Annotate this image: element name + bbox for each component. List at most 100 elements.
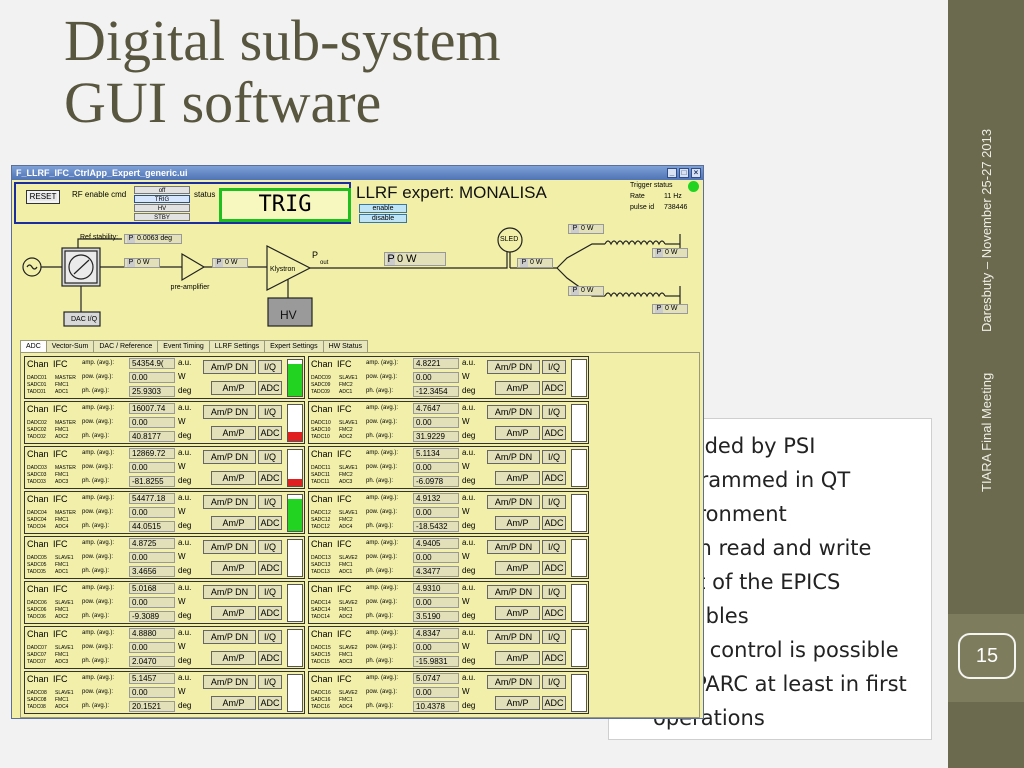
amp-dn-button[interactable]: Am/P DN <box>487 675 540 689</box>
window-titlebar[interactable]: F_LLRF_IFC_CtrlApp_Expert_generic.ui _ □… <box>12 166 703 180</box>
iq-button[interactable]: I/Q <box>258 405 282 419</box>
amp-value: 4.9405 <box>413 538 459 549</box>
amp-button[interactable]: Am/P <box>495 561 540 575</box>
iq-button[interactable]: I/Q <box>542 585 566 599</box>
amp-button[interactable]: Am/P <box>495 516 540 530</box>
amp-dn-button[interactable]: Am/P DN <box>487 450 540 464</box>
amp-button[interactable]: Am/P <box>211 561 256 575</box>
adc-button[interactable]: ADC <box>258 426 282 440</box>
amp-dn-button[interactable]: Am/P DN <box>203 450 256 464</box>
adc-button[interactable]: ADC <box>542 651 566 665</box>
adc-button[interactable]: ADC <box>542 471 566 485</box>
amp-dn-button[interactable]: Am/P DN <box>487 585 540 599</box>
amp-button[interactable]: Am/P <box>495 426 540 440</box>
iq-button[interactable]: I/Q <box>542 450 566 464</box>
state-off[interactable]: off <box>134 186 190 194</box>
amp-dn-button[interactable]: Am/P DN <box>203 675 256 689</box>
adc-button[interactable]: ADC <box>542 426 566 440</box>
disable-button[interactable]: disable <box>359 214 407 223</box>
enable-button[interactable]: enable <box>359 204 407 213</box>
iq-button[interactable]: I/Q <box>258 450 282 464</box>
amp-dn-button[interactable]: Am/P DN <box>487 540 540 554</box>
amp-dn-button[interactable]: Am/P DN <box>487 360 540 374</box>
rf-state-list[interactable]: off TRIG HV STBY <box>134 186 190 222</box>
chan-label: Chan <box>311 404 333 414</box>
ph-value: -18.5432 <box>413 521 459 532</box>
pow-label: pow. (avg.): <box>366 374 398 380</box>
amp-button[interactable]: Am/P <box>211 381 256 395</box>
adc-button[interactable]: ADC <box>258 606 282 620</box>
state-stby[interactable]: STBY <box>134 213 190 221</box>
iq-button[interactable]: I/Q <box>542 360 566 374</box>
iq-button[interactable]: I/Q <box>542 495 566 509</box>
amp-button[interactable]: Am/P <box>495 471 540 485</box>
amp-dn-button[interactable]: Am/P DN <box>203 405 256 419</box>
amp-dn-button[interactable]: Am/P DN <box>487 630 540 644</box>
amp-button[interactable]: Am/P <box>495 606 540 620</box>
iq-button[interactable]: I/Q <box>258 360 282 374</box>
adc-button[interactable]: ADC <box>258 696 282 710</box>
iq-button[interactable]: I/Q <box>258 540 282 554</box>
adc-button[interactable]: ADC <box>258 651 282 665</box>
tab-hw-status[interactable]: HW Status <box>322 340 369 352</box>
expert-title: LLRF expert: MONALISA <box>356 183 547 202</box>
fmc-id: FMC1 <box>55 562 69 568</box>
amp-button[interactable]: Am/P <box>495 651 540 665</box>
dac-id: DADC15 <box>311 645 331 651</box>
iq-button[interactable]: I/Q <box>258 585 282 599</box>
adc-button[interactable]: ADC <box>542 381 566 395</box>
iq-button[interactable]: I/Q <box>542 630 566 644</box>
tab-dac-reference[interactable]: DAC / Reference <box>93 340 159 352</box>
adc-button[interactable]: ADC <box>258 561 282 575</box>
ifc-role: SLAVE1 <box>55 555 74 561</box>
amp-button[interactable]: Am/P <box>211 516 256 530</box>
amp-dn-button[interactable]: Am/P DN <box>203 585 256 599</box>
amp-button[interactable]: Am/P <box>211 696 256 710</box>
amp-button[interactable]: Am/P <box>495 381 540 395</box>
tab-adc[interactable]: ADC <box>20 340 47 352</box>
ph-label: ph. (avg.): <box>366 388 394 394</box>
amp-dn-button[interactable]: Am/P DN <box>487 495 540 509</box>
tab-vector-sum[interactable]: Vector-Sum <box>45 340 95 352</box>
tab-event-timing[interactable]: Event Timing <box>157 340 210 352</box>
pow-value: 0.00 <box>413 642 459 653</box>
minimize-icon[interactable]: _ <box>667 168 677 178</box>
iq-button[interactable]: I/Q <box>258 630 282 644</box>
tab-llrf-settings[interactable]: LLRF Settings <box>208 340 266 352</box>
state-trig[interactable]: TRIG <box>134 195 190 203</box>
tadc-id: TADC02 <box>27 434 46 440</box>
maximize-icon[interactable]: □ <box>679 168 689 178</box>
adc-button[interactable]: ADC <box>542 516 566 530</box>
iq-button[interactable]: I/Q <box>542 540 566 554</box>
amp-dn-button[interactable]: Am/P DN <box>203 540 256 554</box>
amp-button[interactable]: Am/P <box>211 426 256 440</box>
amp-dn-button[interactable]: Am/P DN <box>203 495 256 509</box>
amp-label: amp. (avg.): <box>366 450 399 456</box>
reset-button[interactable]: RESET <box>26 190 60 204</box>
iq-button[interactable]: I/Q <box>542 675 566 689</box>
adc-button[interactable]: ADC <box>258 471 282 485</box>
amp-dn-button[interactable]: Am/P DN <box>203 360 256 374</box>
iq-button[interactable]: I/Q <box>258 495 282 509</box>
dac-id: DADC14 <box>311 600 331 606</box>
amp-button[interactable]: Am/P <box>211 651 256 665</box>
amp-button[interactable]: Am/P <box>211 471 256 485</box>
ifc-role: SLAVE1 <box>55 690 74 696</box>
amp-dn-button[interactable]: Am/P DN <box>487 405 540 419</box>
state-hv[interactable]: HV <box>134 204 190 212</box>
amp-button[interactable]: Am/P <box>495 696 540 710</box>
close-icon[interactable]: × <box>691 168 701 178</box>
iq-button[interactable]: I/Q <box>258 675 282 689</box>
adc-id: ADC1 <box>339 389 353 395</box>
adc-button[interactable]: ADC <box>258 516 282 530</box>
adc-button[interactable]: ADC <box>542 606 566 620</box>
level-gauge <box>287 404 303 442</box>
iq-button[interactable]: I/Q <box>542 405 566 419</box>
amp-dn-button[interactable]: Am/P DN <box>203 630 256 644</box>
adc-button[interactable]: ADC <box>258 381 282 395</box>
adc-button[interactable]: ADC <box>542 696 566 710</box>
sadc-id: SADC15 <box>311 652 331 658</box>
adc-button[interactable]: ADC <box>542 561 566 575</box>
tab-expert-settings[interactable]: Expert Settings <box>264 340 324 352</box>
amp-button[interactable]: Am/P <box>211 606 256 620</box>
